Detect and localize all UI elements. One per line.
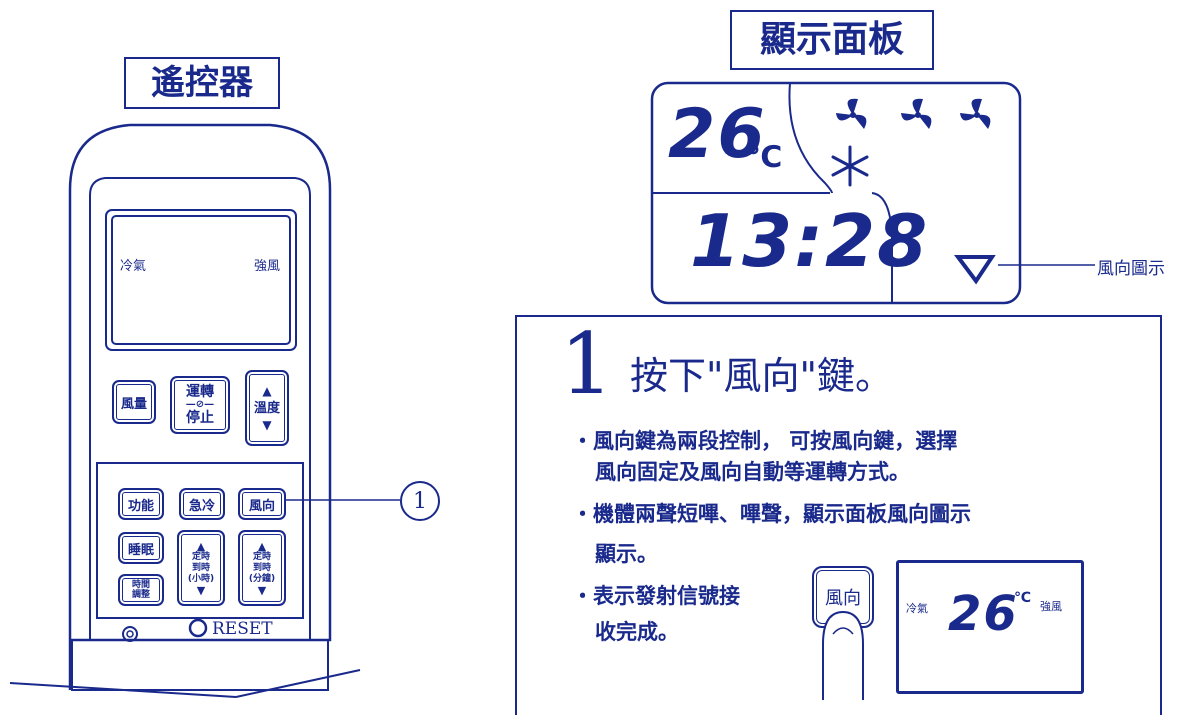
timer-hour-top-label: 定時	[191, 551, 210, 562]
timer-minute-unit-label: (分鐘)	[248, 573, 276, 584]
bullet-3-line-1: ・表示發射信號接	[572, 584, 740, 608]
mini-lcd-temperature: 26	[948, 586, 1019, 642]
display-panel-frame	[650, 81, 1095, 305]
display-time: 13:28	[690, 199, 930, 283]
reset-label[interactable]: RESET	[212, 619, 273, 639]
display-temp-unit: ℃	[746, 140, 783, 175]
fan-icon	[836, 98, 867, 129]
sleep-button[interactable]: 睡眠	[118, 532, 164, 564]
direction-button[interactable]: 風向	[238, 488, 286, 520]
fan-volume-button[interactable]: 風量	[112, 380, 156, 424]
timer-minute-top-label: 定時	[252, 551, 271, 562]
run-stop-button[interactable]: 運轉 —⊘— 停止	[170, 376, 230, 434]
quick-cool-button[interactable]: 急冷	[179, 488, 225, 520]
run-label: 運轉	[186, 384, 214, 400]
instruction-box	[515, 315, 1162, 715]
mini-lcd-mode: 冷氣	[906, 602, 928, 615]
finger-icon	[822, 610, 864, 700]
direction-button-illustration[interactable]: 風向	[812, 566, 874, 628]
wind-direction-icon	[954, 255, 996, 285]
timer-minute-up-icon[interactable]: ▲	[257, 539, 267, 553]
remote-title: 遙控器	[124, 57, 280, 109]
display-temperature: 26	[668, 95, 767, 174]
temp-up-icon[interactable]: ▲	[262, 383, 272, 398]
time-adjust-top-label: 時間	[131, 580, 150, 590]
bullet-2-line-1: ・機體兩聲短嗶、嗶聲，顯示面板風向圖示	[572, 502, 971, 526]
temp-label: 溫度	[253, 400, 280, 416]
display-title: 顯示面板	[730, 10, 934, 70]
time-adjust-bottom-label: 調整	[131, 590, 150, 600]
temperature-button[interactable]: ▲ 溫度 ▼	[245, 370, 289, 446]
mini-lcd-unit: ℃	[1014, 590, 1031, 606]
step-number: 1	[560, 315, 614, 413]
step-heading: 按下"風向"鍵。	[630, 354, 893, 398]
snowflake-icon	[831, 145, 869, 187]
bullet-1-line-1: ・風向鍵為兩段控制， 可按風向鍵，選擇	[572, 429, 958, 453]
fan-icon	[901, 98, 932, 129]
direction-icon-label: 風向圖示	[1097, 259, 1165, 279]
callout-circle: 1	[400, 481, 440, 521]
remote-lcd-mode: 冷氣	[120, 259, 147, 274]
timer-minute-mid-label: 到時	[252, 562, 271, 573]
timer-hour-button[interactable]: ▲ 定時 到時 (小時) ▼	[177, 530, 225, 606]
mini-lcd	[896, 560, 1084, 694]
bullet-3-line-2: 收完成。	[595, 620, 679, 644]
mini-lcd-fan: 強風	[1040, 600, 1062, 613]
timer-hour-mid-label: 到時	[191, 562, 210, 573]
fan-icon	[960, 98, 991, 129]
callout-number: 1	[413, 488, 427, 514]
bullet-1-line-2: 風向固定及風向自動等運轉方式。	[595, 460, 910, 484]
timer-minute-button[interactable]: ▲ 定時 到時 (分鐘) ▼	[238, 530, 286, 606]
timer-hour-down-icon[interactable]: ▼	[196, 583, 206, 597]
remote-body	[9, 123, 400, 698]
stop-label: 停止	[186, 410, 214, 426]
timer-minute-down-icon[interactable]: ▼	[257, 583, 267, 597]
time-adjust-button[interactable]: 時間 調整	[118, 574, 164, 606]
timer-hour-unit-label: (小時)	[187, 573, 215, 584]
remote-lcd-fan: 強風	[254, 259, 281, 274]
temp-down-icon[interactable]: ▼	[262, 417, 272, 432]
timer-hour-up-icon[interactable]: ▲	[196, 539, 206, 553]
run-stop-divider-icon: —⊘—	[185, 399, 215, 410]
bullet-2-line-2: 顯示。	[595, 542, 658, 566]
function-button[interactable]: 功能	[118, 488, 164, 520]
